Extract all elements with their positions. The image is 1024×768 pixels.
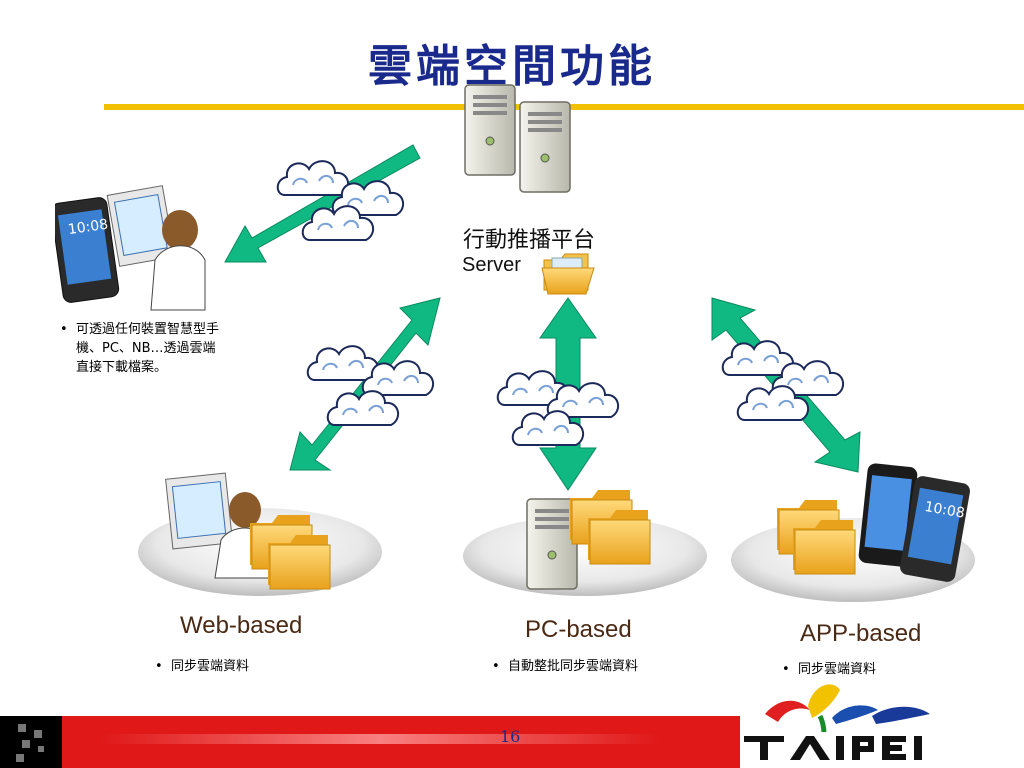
- web-based-label: Web-based: [180, 612, 303, 639]
- folder-icon: [250, 515, 331, 590]
- pc-based-label: PC-based: [525, 616, 632, 643]
- app-based-bullet-text: 同步雲端資料: [798, 662, 877, 677]
- server-label-zh: 行動推播平台: [463, 228, 596, 253]
- arrow-to-mobile: [224, 144, 421, 263]
- cloud-icon: [276, 160, 405, 241]
- folder-icon: [569, 490, 651, 565]
- pc-based-bullet: •自動整批同步雲端資料: [492, 659, 639, 674]
- app-based-label: APP-based: [800, 620, 922, 647]
- cloud-icon: [496, 370, 620, 446]
- mobile-user-illustration: 10:08: [55, 185, 206, 311]
- smartphone-icon: 10:08: [858, 463, 970, 582]
- folder-icon: [776, 500, 856, 575]
- server-label-en: Server: [462, 254, 521, 276]
- mobile-note-line1: 可透過任何裝置智慧型手: [76, 322, 220, 337]
- taipei-logo: [740, 684, 952, 762]
- open-folder-icon: [541, 253, 595, 295]
- page-number: 16: [500, 727, 521, 746]
- cloud-icon: [306, 345, 435, 426]
- mobile-note: •可透過任何裝置智慧型手 機、PC、NB…透過雲端 直接下載檔案。: [60, 320, 270, 377]
- svg-text:10:08: 10:08: [67, 217, 109, 238]
- smartphone-icon: 10:08: [55, 197, 120, 303]
- cloud-icon: [721, 340, 845, 421]
- slide-title: 雲端空間功能: [368, 41, 656, 92]
- mobile-note-line3: 直接下載檔案。: [76, 360, 168, 375]
- web-based-bullet: •同步雲端資料: [155, 659, 250, 674]
- svg-text:10:08: 10:08: [923, 499, 966, 522]
- pc-based-bullet-text: 自動整批同步雲端資料: [508, 659, 639, 674]
- app-based-bullet: •同步雲端資料: [782, 662, 877, 677]
- web-based-bullet-text: 同步雲端資料: [171, 659, 250, 674]
- mobile-note-line2: 機、PC、NB…透過雲端: [76, 341, 216, 356]
- computer-user-icon: [106, 185, 206, 311]
